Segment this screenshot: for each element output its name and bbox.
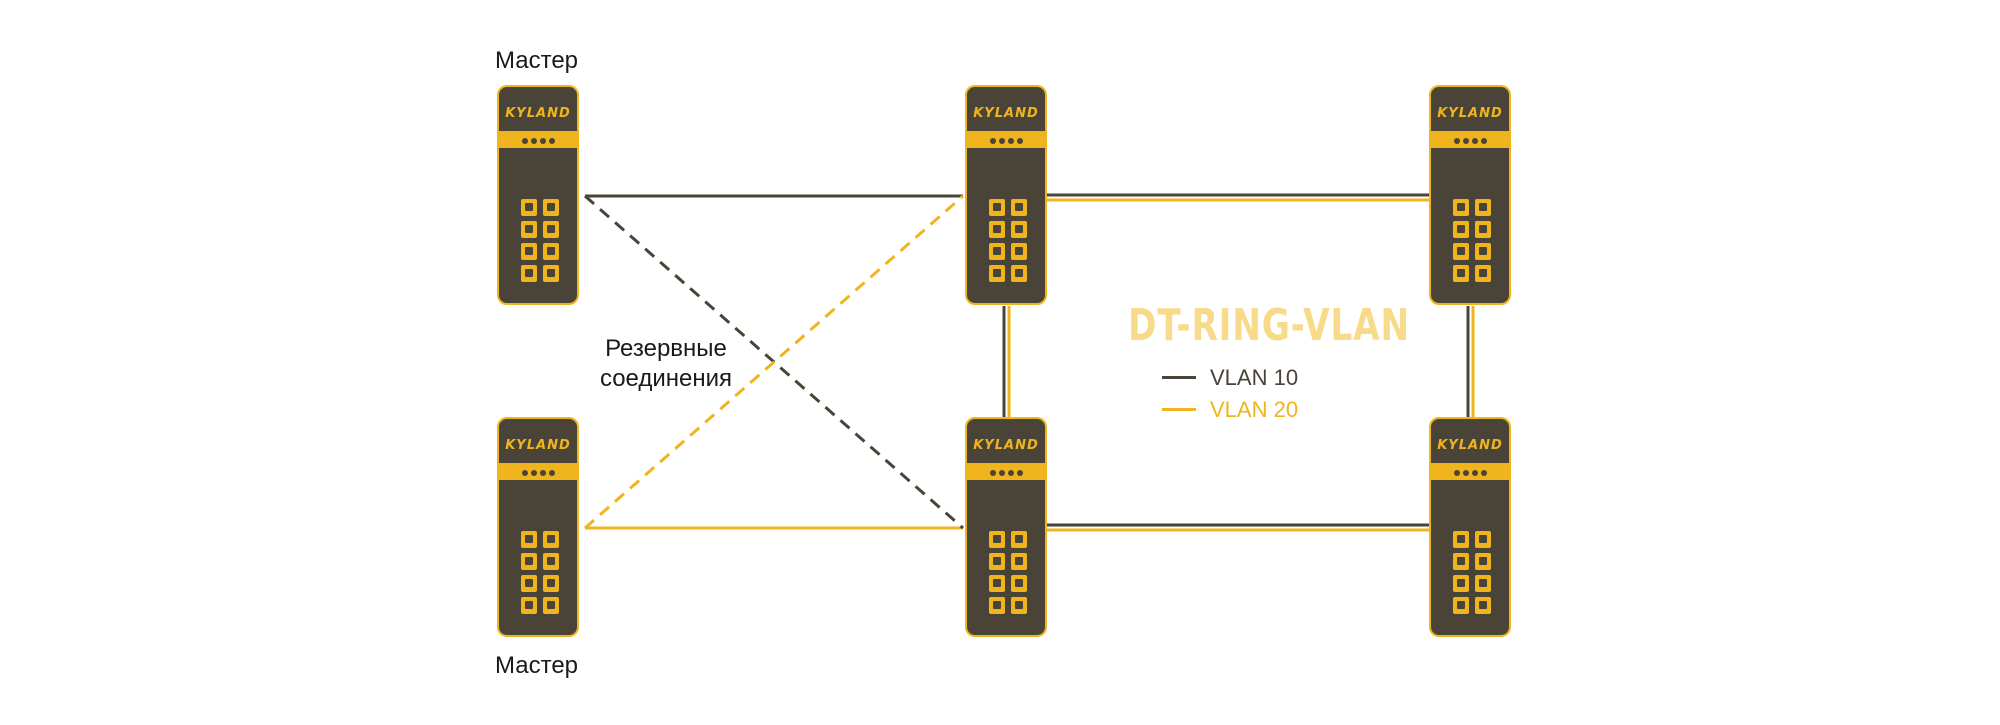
ethernet-port-icon <box>543 221 559 238</box>
ethernet-port-icon <box>1475 597 1491 614</box>
ethernet-port-icon <box>543 597 559 614</box>
ring-switch-bottom-right: KYLAND <box>1429 417 1511 637</box>
ethernet-port-icon <box>989 199 1005 216</box>
ring-switch-top-left: KYLAND <box>965 85 1047 305</box>
legend-swatch-vlan20 <box>1162 408 1196 411</box>
ethernet-port-icon <box>1011 553 1027 570</box>
ethernet-port-icon <box>521 221 537 238</box>
ethernet-port-icon <box>1453 265 1469 282</box>
ethernet-ports <box>521 531 559 614</box>
ring-switch-top-right: KYLAND <box>1429 85 1511 305</box>
master-label-top: Мастер <box>495 47 579 74</box>
legend-swatch-vlan10 <box>1162 376 1196 379</box>
ethernet-port-icon <box>521 575 537 592</box>
switch-brand-logo: KYLAND <box>1437 438 1503 453</box>
switch-brand-logo: KYLAND <box>973 438 1039 453</box>
reserve-label-line1: Резервные <box>605 335 727 362</box>
ethernet-port-icon <box>1475 243 1491 260</box>
ethernet-port-icon <box>1453 199 1469 216</box>
ethernet-port-icon <box>521 531 537 548</box>
status-led-icons <box>1431 138 1509 144</box>
ethernet-port-icon <box>1453 243 1469 260</box>
switch-status-band <box>499 131 577 148</box>
ethernet-port-icon <box>1011 199 1027 216</box>
ethernet-ports <box>1453 531 1491 614</box>
master-label-bottom: Мастер <box>495 652 579 679</box>
legend-label-vlan20: VLAN 20 <box>1210 397 1299 422</box>
switch-status-band <box>1431 131 1509 148</box>
switch-brand-logo: KYLAND <box>505 106 571 121</box>
ethernet-port-icon <box>543 553 559 570</box>
switch-status-band <box>1431 463 1509 480</box>
ethernet-port-icon <box>989 575 1005 592</box>
ethernet-port-icon <box>1453 597 1469 614</box>
legend-label-vlan10: VLAN 10 <box>1210 365 1299 390</box>
status-led-icons <box>499 470 577 476</box>
ethernet-port-icon <box>1475 199 1491 216</box>
ethernet-port-icon <box>521 199 537 216</box>
ethernet-port-icon <box>1475 553 1491 570</box>
ethernet-ports <box>1453 199 1491 282</box>
ethernet-port-icon <box>521 597 537 614</box>
master-switch-bottom: KYLAND <box>497 417 579 637</box>
switch-status-band <box>967 463 1045 480</box>
status-led-icons <box>499 138 577 144</box>
ethernet-port-icon <box>1453 221 1469 238</box>
reserve-label-line2: соединения <box>599 365 733 392</box>
ethernet-port-icon <box>1453 531 1469 548</box>
ethernet-port-icon <box>989 597 1005 614</box>
switch-status-band <box>967 131 1045 148</box>
ethernet-port-icon <box>1011 265 1027 282</box>
ethernet-port-icon <box>1011 221 1027 238</box>
ethernet-port-icon <box>543 243 559 260</box>
ethernet-port-icon <box>989 243 1005 260</box>
reserve-link-vlan20 <box>584 194 964 530</box>
switch-status-band <box>499 463 577 480</box>
ethernet-port-icon <box>543 265 559 282</box>
status-led-icons <box>1431 470 1509 476</box>
ethernet-port-icon <box>543 199 559 216</box>
ethernet-ports <box>989 531 1027 614</box>
ethernet-port-icon <box>1011 243 1027 260</box>
reserve-links-label: Резервные соединения <box>596 334 736 394</box>
ethernet-port-icon <box>1011 531 1027 548</box>
master-switch-top: KYLAND <box>497 85 579 305</box>
ethernet-port-icon <box>1475 575 1491 592</box>
ethernet-port-icon <box>1475 265 1491 282</box>
ethernet-port-icon <box>989 531 1005 548</box>
ethernet-port-icon <box>521 553 537 570</box>
ethernet-port-icon <box>543 575 559 592</box>
ethernet-port-icon <box>1453 553 1469 570</box>
ethernet-port-icon <box>1475 221 1491 238</box>
ethernet-port-icon <box>1453 575 1469 592</box>
switch-brand-logo: KYLAND <box>1437 106 1503 121</box>
switch-brand-logo: KYLAND <box>973 106 1039 121</box>
switch-brand-logo: KYLAND <box>505 438 571 453</box>
ethernet-port-icon <box>989 553 1005 570</box>
ethernet-ports <box>989 199 1027 282</box>
ethernet-port-icon <box>1011 575 1027 592</box>
ethernet-port-icon <box>543 531 559 548</box>
ethernet-ports <box>521 199 559 282</box>
ethernet-port-icon <box>521 243 537 260</box>
status-led-icons <box>967 470 1045 476</box>
ethernet-port-icon <box>989 221 1005 238</box>
ethernet-port-icon <box>521 265 537 282</box>
ethernet-port-icon <box>1011 597 1027 614</box>
ethernet-port-icon <box>989 265 1005 282</box>
ring-switch-bottom-left: KYLAND <box>965 417 1047 637</box>
status-led-icons <box>967 138 1045 144</box>
ethernet-port-icon <box>1475 531 1491 548</box>
ring-title: DT-RING-VLAN <box>1128 300 1411 351</box>
